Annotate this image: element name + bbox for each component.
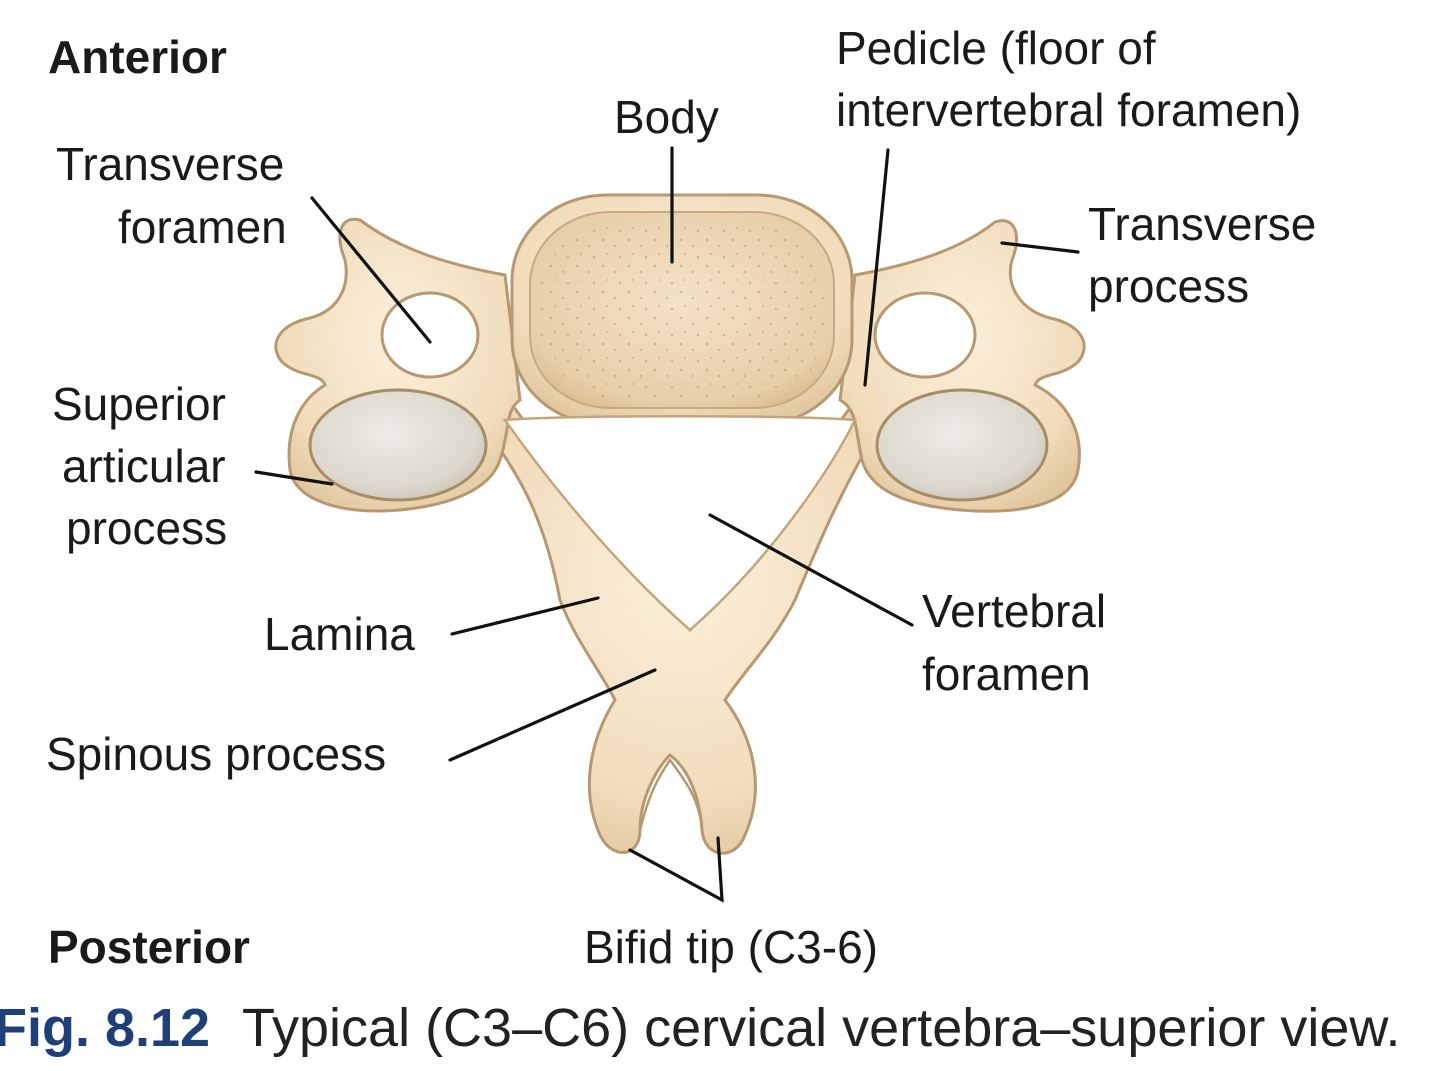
leader-lines — [254, 146, 1080, 903]
leader-transverse-process — [1000, 241, 1080, 254]
transverse-foramen-label-line1: Transverse — [56, 138, 284, 190]
leader-pedicle — [863, 148, 890, 387]
labels: Anterior Body Pedicle (floor of interver… — [46, 22, 1316, 973]
transverse-process-label-line2: process — [1088, 260, 1249, 312]
leader-transverse-foramen — [310, 196, 432, 344]
figure-caption: Fig. 8.12 Typical (C3–C6) cervical verte… — [0, 998, 1400, 1058]
leader-bifid-tip — [628, 836, 724, 903]
anterior-label: Anterior — [48, 31, 227, 83]
pedicle-label-line1: Pedicle (floor of — [836, 22, 1156, 74]
right-articular-facet — [875, 388, 1049, 502]
superior-articular-label-line1: Superior — [52, 378, 226, 430]
pedicle-label-line2: intervertebral foramen) — [836, 84, 1301, 136]
caption-number: Fig. 8.12 — [0, 998, 210, 1058]
leader-superior-articular — [254, 470, 334, 486]
vertebral-foramen-label-line2: foramen — [922, 648, 1091, 700]
superior-articular-label-line3: process — [66, 502, 227, 554]
bifid-cleft — [638, 757, 704, 831]
vertebral-foramen — [502, 415, 857, 632]
transverse-foramen-label-line2: foramen — [118, 201, 287, 253]
left-transverse-foramen — [380, 291, 480, 379]
posterior-label: Posterior — [48, 921, 250, 973]
caption-text: Typical (C3–C6) cervical vertebra–superi… — [242, 998, 1400, 1058]
bifid-tip-label: Bifid tip (C3-6) — [584, 921, 878, 973]
leader-vertebral-foramen — [708, 513, 914, 627]
transverse-process-label-line1: Transverse — [1088, 198, 1316, 250]
body-label: Body — [614, 91, 719, 143]
lamina-label: Lamina — [264, 608, 415, 660]
right-transverse-foramen — [873, 291, 977, 379]
left-articular-facet — [308, 388, 488, 502]
vertebral-foramen-label-line1: Vertebral — [922, 585, 1106, 637]
superior-articular-label-line2: articular — [62, 440, 226, 492]
vertebra-illustration — [274, 193, 1086, 855]
vertebral-body-texture — [540, 222, 824, 398]
spinous-process-label: Spinous process — [46, 728, 386, 780]
leader-lamina — [450, 596, 600, 636]
leader-spinous-process — [448, 668, 657, 762]
